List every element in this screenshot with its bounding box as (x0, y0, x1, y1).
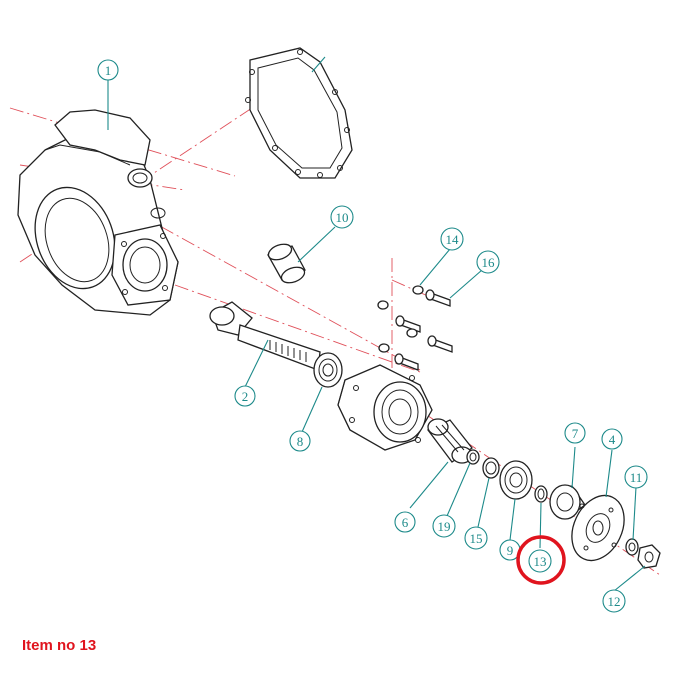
svg-text:10: 10 (336, 210, 349, 225)
svg-text:6: 6 (402, 515, 409, 530)
svg-text:1: 1 (105, 63, 112, 78)
bolts-and-washers (377, 285, 453, 371)
callout-7: 7 (564, 422, 586, 444)
gasket (245, 47, 353, 179)
svg-text:7: 7 (572, 426, 579, 441)
callout-1: 1 (97, 59, 119, 81)
callout-19: 19 (432, 514, 456, 538)
callout-2: 2 (234, 385, 256, 407)
svg-text:14: 14 (446, 232, 460, 247)
circlip-part-13 (534, 485, 548, 503)
svg-text:16: 16 (482, 255, 496, 270)
svg-text:9: 9 (507, 543, 514, 558)
washer-part-15 (482, 457, 500, 479)
washer-part-11 (625, 538, 639, 556)
svg-text:4: 4 (609, 432, 616, 447)
callout-15: 15 (464, 526, 488, 550)
callout-13: 13 (528, 549, 552, 573)
svg-text:13: 13 (534, 554, 547, 569)
callout-4: 4 (601, 428, 623, 450)
svg-text:15: 15 (470, 531, 483, 546)
callout-8: 8 (289, 430, 311, 452)
callout-11: 11 (624, 465, 648, 489)
bearing-part-8 (313, 352, 343, 388)
gear-casing (337, 364, 433, 451)
nut-part-12 (637, 544, 661, 569)
sleeve-part-6 (426, 418, 473, 464)
spacer-part-7 (549, 484, 586, 520)
flange-part-4 (571, 494, 625, 562)
bushing-part-10 (267, 243, 306, 284)
svg-text:8: 8 (297, 434, 304, 449)
main-housing-part-1 (17, 109, 179, 316)
shaft-part-2 (209, 301, 321, 371)
bearing-part-9 (499, 460, 533, 500)
callout-14: 14 (440, 227, 464, 251)
highlight-circle (516, 535, 566, 585)
svg-text:19: 19 (438, 519, 451, 534)
callout-6: 6 (394, 511, 416, 533)
washer-part-19 (466, 449, 480, 465)
callout-16: 16 (476, 250, 500, 274)
item-caption: Item no 13 (22, 637, 97, 654)
svg-text:11: 11 (630, 470, 643, 485)
leader-lines (107, 56, 646, 592)
svg-text:2: 2 (242, 389, 249, 404)
svg-text:12: 12 (608, 594, 621, 609)
callout-12: 12 (602, 589, 626, 613)
callout-10: 10 (330, 205, 354, 229)
